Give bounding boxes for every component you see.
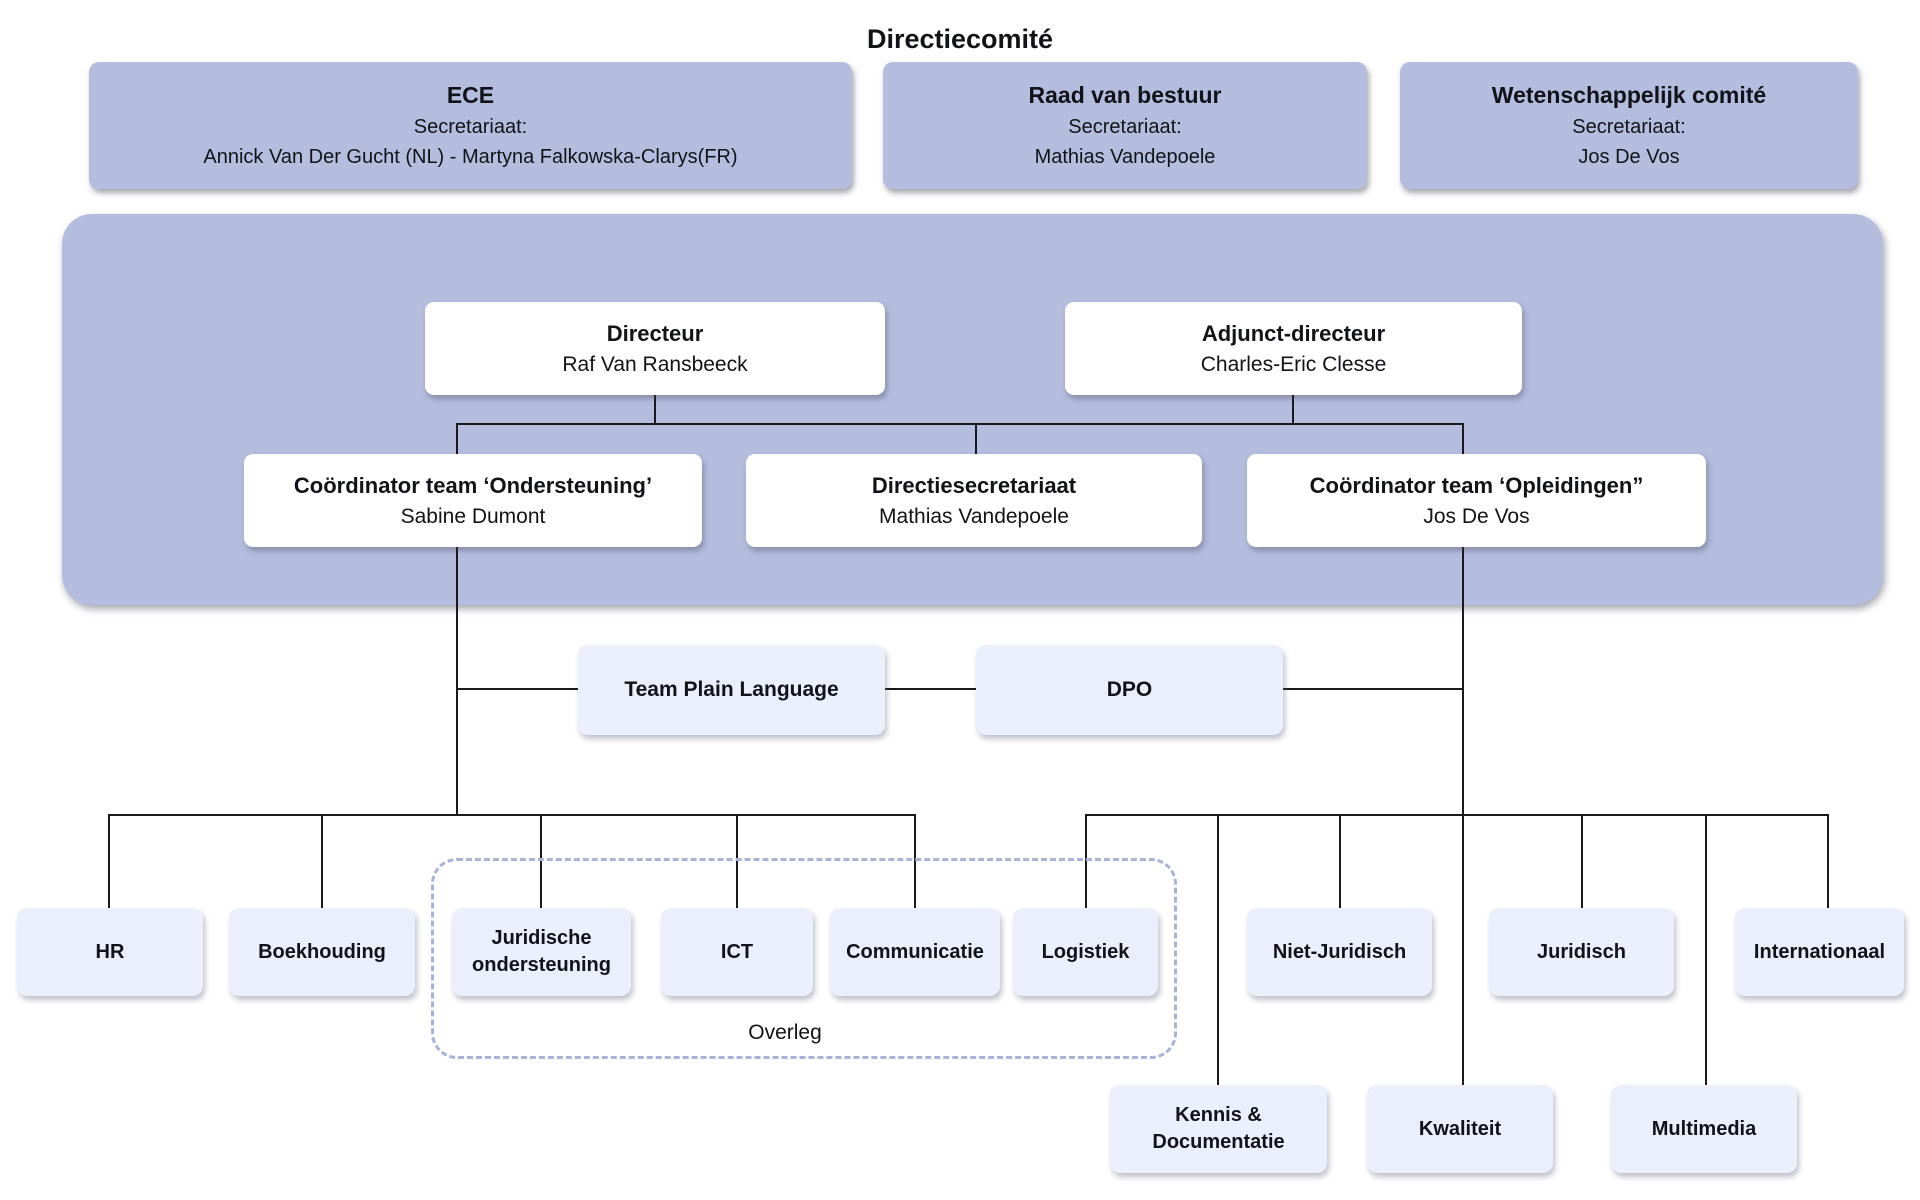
node-boekhouding: Boekhouding [229,908,415,996]
node-role: Adjunct-directeur [1201,320,1386,346]
overleg-label: Overleg [748,1021,822,1044]
connector [1283,688,1464,690]
connector [1705,814,1707,1085]
node-ece: ECE Secretariaat: Annick Van Der Gucht (… [89,62,852,189]
connector [975,423,977,454]
connector [1462,423,1464,454]
node-label: DPO [1106,678,1153,701]
node-directiesecretariaat: Directiesecretariaat Mathias Vandepoele [746,454,1202,547]
node-label: Kennis & Documentatie [1152,1104,1285,1153]
connector [914,814,916,908]
node-title: ECE [446,82,495,108]
node-names: Mathias Vandepoele [1034,146,1216,168]
node-names: Annick Van Der Gucht (NL) - Martyna Falk… [203,146,738,168]
node-name: Sabine Dumont [400,504,546,528]
connector [321,814,323,908]
node-communicatie: Communicatie [830,908,1000,996]
connector [1085,814,1829,816]
node-label: Juridisch [1537,940,1626,963]
node-coordinator-ondersteuning: Coördinator team ‘Ondersteuning’ Sabine … [244,454,702,547]
node-subtitle: Secretariaat: [1068,116,1182,138]
node-label: Logistiek [1041,940,1130,963]
node-kennis-documentatie: Kennis & Documentatie [1110,1085,1327,1173]
node-subtitle: Secretariaat: [1572,116,1686,138]
node-label: ICT [720,940,754,963]
directiecomite-title: Directiecomité [866,24,1054,54]
node-label: HR [95,940,125,963]
node-raad-van-bestuur: Raad van bestuur Secretariaat: Mathias V… [883,62,1367,189]
node-role: Directiesecretariaat [871,472,1077,498]
connector [108,814,110,908]
node-title: Wetenschappelijk comité [1491,82,1767,108]
node-kwaliteit: Kwaliteit [1367,1085,1553,1173]
node-internationaal: Internationaal [1735,908,1904,996]
connector [654,395,656,424]
node-role: Coördinator team ‘Ondersteuning’ [293,472,653,498]
overleg-group-outline [431,858,1177,1059]
node-title: Raad van bestuur [1028,82,1222,108]
connector [1581,814,1583,908]
node-multimedia: Multimedia [1611,1085,1797,1173]
node-name: Jos De Vos [1423,504,1530,528]
connector [1339,814,1341,908]
node-adjunct-directeur: Adjunct-directeur Charles-Eric Clesse [1065,302,1522,395]
node-team-plain-language: Team Plain Language [578,645,885,735]
connector [1085,814,1087,908]
node-label: Communicatie [846,940,984,963]
node-label: Internationaal [1753,940,1886,963]
node-niet-juridisch: Niet-Juridisch [1247,908,1432,996]
connector [456,547,458,815]
node-names: Jos De Vos [1578,146,1680,168]
node-dpo: DPO [976,645,1283,735]
node-label: Multimedia [1651,1117,1757,1140]
connector [736,814,738,908]
node-name: Mathias Vandepoele [879,504,1069,528]
connector [108,814,916,816]
node-logistiek: Logistiek [1013,908,1158,996]
node-label: Boekhouding [258,940,386,963]
node-wetenschappelijk-comite: Wetenschappelijk comité Secretariaat: Jo… [1400,62,1858,189]
node-juridische-ondersteuning: Juridische ondersteuning [452,908,631,996]
connector [885,688,976,690]
connector [1292,395,1294,424]
node-hr: HR [17,908,203,996]
connector [1462,547,1464,1085]
node-role: Directeur [606,320,704,346]
connector [1217,814,1219,1085]
connector [456,423,1464,425]
node-label: Niet-Juridisch [1272,940,1407,963]
node-juridisch: Juridisch [1489,908,1674,996]
node-directeur: Directeur Raf Van Ransbeeck [425,302,885,395]
node-role: Coördinator team ‘Opleidingen” [1309,472,1644,498]
connector [1827,814,1829,908]
node-subtitle: Secretariaat: [413,116,528,138]
node-label: Juridische ondersteuning [472,927,611,976]
connector [540,814,542,908]
connector [456,688,578,690]
node-coordinator-opleidingen: Coördinator team ‘Opleidingen” Jos De Vo… [1247,454,1706,547]
connector [456,423,458,454]
node-ict: ICT [661,908,813,996]
node-label: Team Plain Language [624,678,839,701]
node-name: Raf Van Ransbeeck [562,352,748,376]
node-label: Kwaliteit [1418,1117,1502,1140]
node-name: Charles-Eric Clesse [1200,352,1387,376]
